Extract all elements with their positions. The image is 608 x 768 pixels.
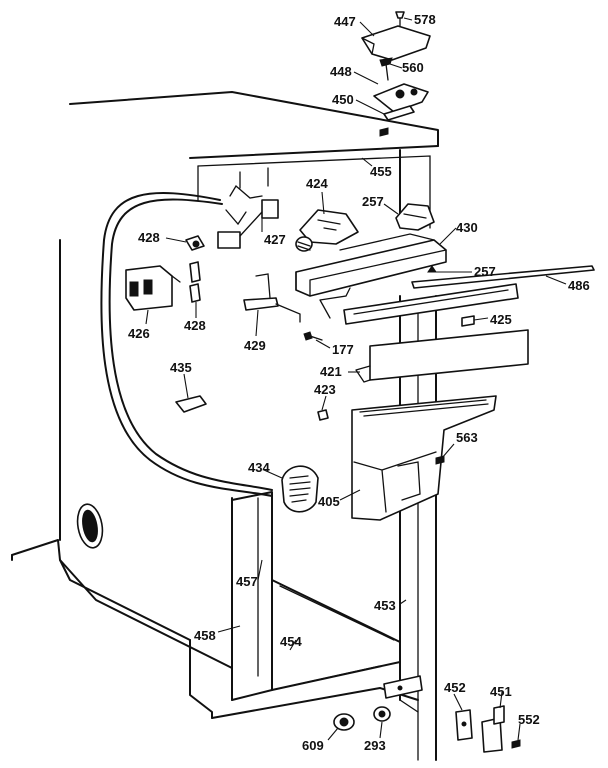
label-177: 177 bbox=[332, 342, 354, 357]
label-427: 427 bbox=[264, 232, 286, 247]
label-455: 455 bbox=[370, 164, 392, 179]
label-578: 578 bbox=[414, 12, 436, 27]
label-293: 293 bbox=[364, 738, 386, 753]
label-425: 425 bbox=[490, 312, 512, 327]
label-447: 447 bbox=[334, 14, 356, 29]
label-457: 457 bbox=[236, 574, 258, 589]
label-429: 429 bbox=[244, 338, 266, 353]
label-426: 426 bbox=[128, 326, 150, 341]
label-458: 458 bbox=[194, 628, 216, 643]
part-428-clip-upper bbox=[185, 235, 205, 251]
label-434: 434 bbox=[248, 460, 270, 475]
part-429-bracket bbox=[243, 273, 301, 323]
part-434-grille bbox=[281, 465, 319, 513]
label-560: 560 bbox=[402, 60, 424, 75]
label-486: 486 bbox=[568, 278, 590, 293]
part-257-indicator bbox=[427, 265, 437, 273]
part-423-fastener bbox=[317, 409, 329, 421]
part-447-cover bbox=[361, 25, 431, 61]
label-428b: 428 bbox=[184, 318, 206, 333]
part-405-duct bbox=[351, 395, 497, 521]
label-453: 453 bbox=[374, 598, 396, 613]
label-448: 448 bbox=[330, 64, 352, 79]
part-448-hinge bbox=[373, 83, 429, 113]
part-435-button bbox=[175, 395, 207, 413]
part-450-shim bbox=[379, 105, 415, 137]
part-424-thermostat bbox=[295, 209, 359, 252]
leader-lines bbox=[145, 17, 567, 741]
part-428-clip-lower bbox=[189, 261, 201, 303]
part-425-strip bbox=[343, 283, 519, 327]
label-563: 563 bbox=[456, 430, 478, 445]
part-486-trim-strip bbox=[411, 265, 595, 289]
part-hinge-bracket-bottom bbox=[383, 675, 423, 699]
label-423: 423 bbox=[314, 382, 336, 397]
part-257-control-top bbox=[395, 203, 435, 231]
refrigerator-cabinet bbox=[11, 91, 439, 761]
part-177-screw bbox=[303, 331, 323, 341]
part-560-screw bbox=[379, 57, 393, 81]
label-609: 609 bbox=[302, 738, 324, 753]
label-405: 405 bbox=[318, 494, 340, 509]
label-428a: 428 bbox=[138, 230, 160, 245]
label-257a: 257 bbox=[362, 194, 384, 209]
wiring-harness bbox=[100, 185, 273, 497]
label-450: 450 bbox=[332, 92, 354, 107]
part-426-switch-block bbox=[125, 265, 181, 311]
part-293-roller bbox=[373, 706, 391, 722]
label-452: 452 bbox=[444, 680, 466, 695]
label-424: 424 bbox=[306, 176, 328, 191]
label-421: 421 bbox=[320, 364, 342, 379]
part-452-bracket bbox=[455, 709, 473, 741]
part-609-roller bbox=[333, 713, 355, 731]
label-257b: 257 bbox=[474, 264, 496, 279]
part-labels: 578 447 560 448 450 455 424 257 430 428 … bbox=[128, 12, 590, 753]
part-427-connector bbox=[217, 199, 279, 249]
label-451: 451 bbox=[490, 684, 512, 699]
part-552-screw bbox=[511, 739, 521, 749]
label-454: 454 bbox=[280, 634, 302, 649]
label-430: 430 bbox=[456, 220, 478, 235]
label-435: 435 bbox=[170, 360, 192, 375]
part-430-control-housing bbox=[295, 233, 447, 319]
part-421-channel bbox=[355, 329, 529, 383]
label-552: 552 bbox=[518, 712, 540, 727]
part-451-hinge bbox=[481, 705, 505, 753]
